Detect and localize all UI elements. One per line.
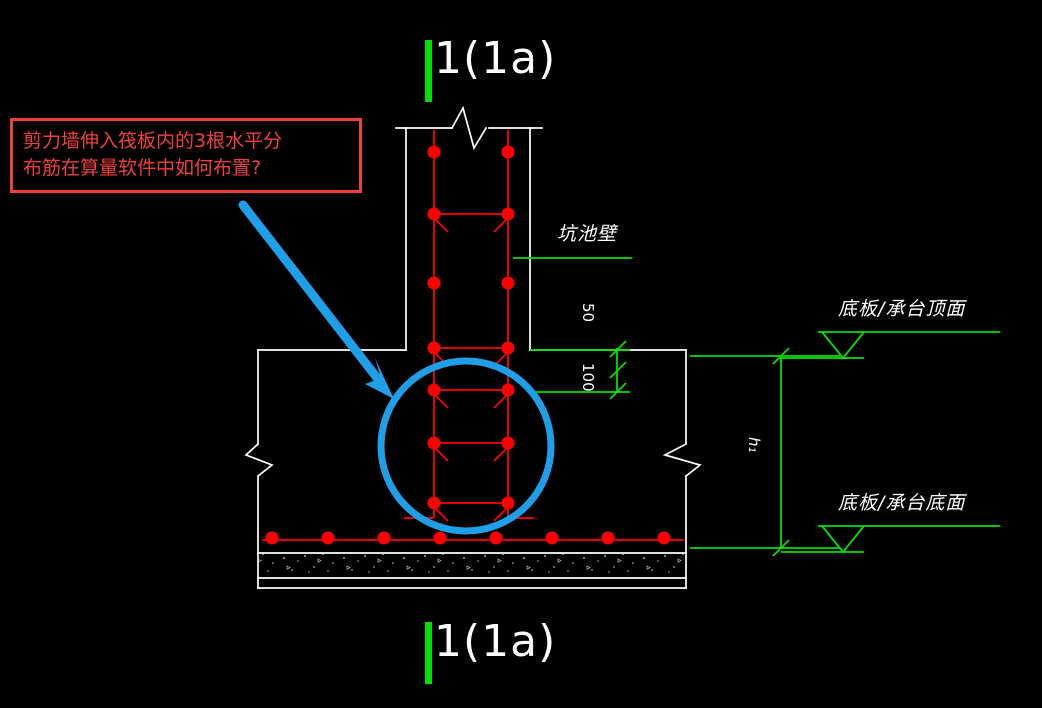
section-marker-top-bar bbox=[425, 40, 432, 102]
structure-outlines bbox=[244, 105, 702, 589]
callout-arrow bbox=[238, 200, 394, 399]
slab-bottom-surface-label: 底板/承台底面 bbox=[838, 492, 966, 514]
question-callout: 剪力墙伸入筏板内的3根水平分 布筋在算量软件中如何布置? bbox=[10, 118, 362, 193]
wall-rebar bbox=[404, 130, 534, 522]
dimension-50-text: 50 bbox=[579, 303, 597, 323]
detail-highlight-circle bbox=[377, 357, 555, 535]
concrete-hatch-band bbox=[259, 554, 685, 577]
slab-rebar bbox=[262, 531, 684, 545]
slab-top-surface-label: 底板/承台顶面 bbox=[838, 298, 966, 320]
dimension-100-text: 100 bbox=[579, 363, 597, 392]
section-marker-top-label: 1(1a) bbox=[434, 33, 557, 84]
dimension-h1-text: h₁ bbox=[745, 437, 763, 453]
section-marker-bottom-label: 1(1a) bbox=[434, 616, 557, 667]
callout-line-1: 剪力墙伸入筏板内的3根水平分 bbox=[23, 130, 283, 152]
wall-rebar-dots bbox=[427, 145, 515, 510]
section-marker-bottom-bar bbox=[425, 622, 432, 684]
dimension-lines bbox=[513, 257, 1000, 557]
wall-label: 坑池壁 bbox=[557, 223, 618, 245]
callout-line-2: 布筋在算量软件中如何布置? bbox=[23, 157, 262, 179]
